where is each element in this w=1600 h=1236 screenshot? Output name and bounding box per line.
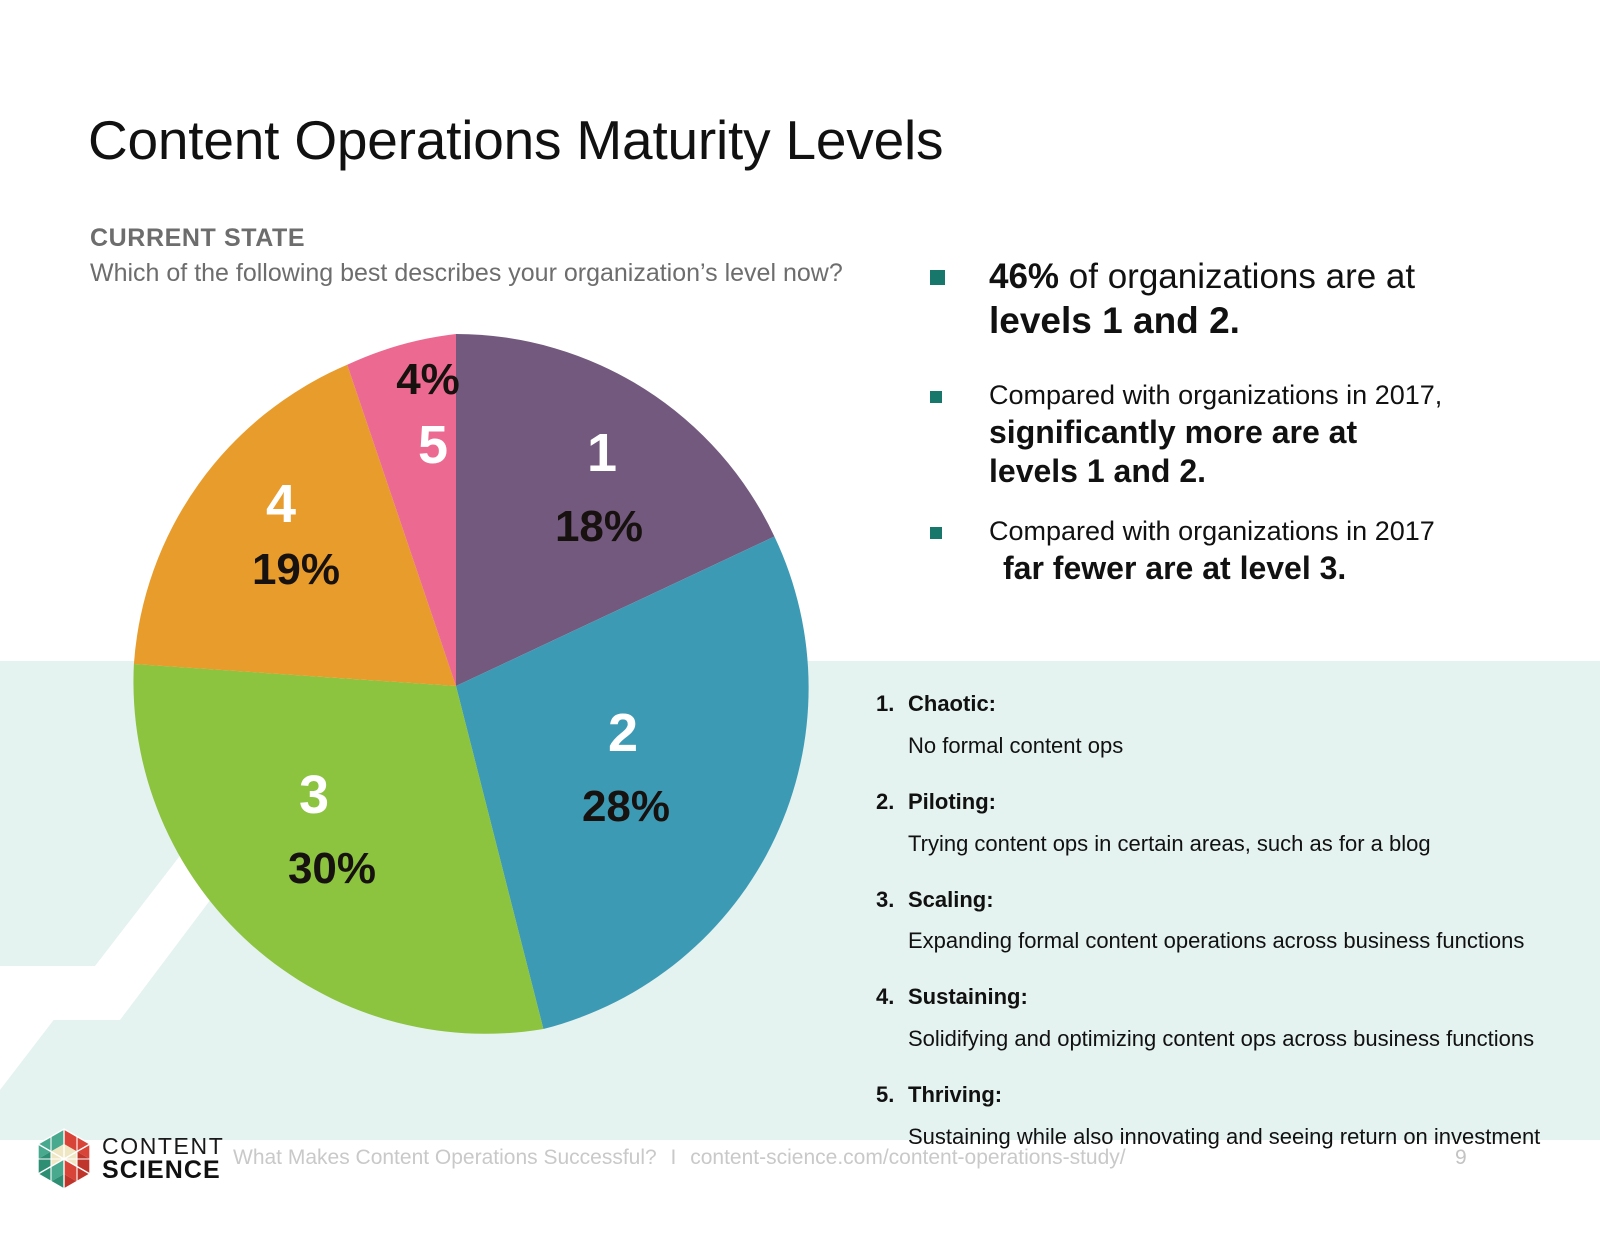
level-number: 1. xyxy=(876,691,895,716)
question-block: CURRENT STATE Which of the following bes… xyxy=(90,222,860,290)
list-item: 1. Chaotic: No formal content ops xyxy=(876,688,1556,780)
key-point-3-lead: Compared with organizations in 2017 xyxy=(989,515,1435,546)
key-point-2-emphasis: significantly more are at xyxy=(989,413,1358,450)
level-number: 3. xyxy=(876,886,895,912)
pie-label-level-1: 1 xyxy=(587,423,617,483)
maturity-pie-chart: 1 18% 2 28% 3 30% 4 19% 5 4% xyxy=(96,326,816,1046)
key-point-3-emphasis: far fewer are at level 3. xyxy=(1003,549,1347,586)
square-bullet-icon xyxy=(930,526,942,539)
key-point-3: Compared with organizations in 2017 far … xyxy=(930,515,1550,588)
list-item: 4. Sustaining: Solidifying and optimizin… xyxy=(876,981,1556,1073)
level-number: 2. xyxy=(876,788,895,814)
level-name: Scaling: xyxy=(908,886,994,912)
pie-label-level-5: 5 xyxy=(418,415,448,475)
level-name: Piloting: xyxy=(908,788,996,814)
brand-logo: CONTENT SCIENCE xyxy=(36,1128,224,1190)
level-name: Chaotic: xyxy=(908,691,996,716)
brand-wordmark-line2: SCIENCE xyxy=(102,1156,221,1185)
pie-value-level-1: 18% xyxy=(555,502,643,551)
pie-slice-level-5 xyxy=(347,334,456,686)
footer-caption: What Makes Content Operations Successful… xyxy=(233,1146,1126,1170)
pie-label-level-2: 2 xyxy=(608,703,638,763)
level-name: Sustaining: xyxy=(908,984,1028,1010)
level-name: Thriving: xyxy=(908,1082,1003,1108)
key-point-1-stat: 46% xyxy=(989,257,1060,296)
page-number: 9 xyxy=(1455,1146,1467,1169)
pie-label-level-4: 4 xyxy=(266,474,296,534)
pie-slice-level-3 xyxy=(133,664,544,1034)
hexagon-logo-icon xyxy=(37,1128,91,1190)
level-number: 5. xyxy=(876,1082,895,1108)
level-description: Trying content ops in certain areas, suc… xyxy=(908,830,1431,856)
pie-slice-level-1 xyxy=(456,334,775,686)
level-description: Expanding formal content operations acro… xyxy=(908,928,1525,954)
pie-value-level-3: 30% xyxy=(288,844,376,893)
footer-separator: I xyxy=(670,1146,677,1169)
pie-value-level-2: 28% xyxy=(582,782,670,831)
list-item: 3. Scaling: Expanding formal content ope… xyxy=(876,884,1556,976)
key-point-2-lead: Compared with organizations in 2017, xyxy=(989,380,1443,411)
key-point-2-emphasis-2: levels 1 and 2. xyxy=(989,452,1207,489)
level-number: 4. xyxy=(876,984,895,1010)
pie-label-level-3: 3 xyxy=(299,765,329,825)
level-description: No formal content ops xyxy=(908,732,1124,758)
key-point-1-lead: of organizations are at xyxy=(1059,257,1416,296)
page-title: Content Operations Maturity Levels xyxy=(88,109,944,171)
list-item: 2. Piloting: Trying content ops in certa… xyxy=(876,786,1556,878)
level-description: Sustaining while also innovating and see… xyxy=(908,1124,1541,1150)
key-point-1: 46% of organizations are at levels 1 and… xyxy=(930,256,1550,343)
pie-value-level-4: 19% xyxy=(252,545,340,594)
level-description: Solidifying and optimizing content ops a… xyxy=(908,1026,1535,1052)
pie-value-level-5: 4% xyxy=(396,355,460,404)
square-bullet-icon xyxy=(930,391,942,404)
question-text: Which of the following best describes yo… xyxy=(90,258,843,287)
question-eyebrow: CURRENT STATE xyxy=(90,224,306,252)
maturity-level-definitions: 1. Chaotic: No formal content ops 2. Pil… xyxy=(876,688,1556,1177)
key-points-list: 46% of organizations are at levels 1 and… xyxy=(930,256,1550,610)
list-item: 5. Thriving: Sustaining while also innov… xyxy=(876,1079,1556,1171)
key-point-1-emphasis: levels 1 and 2. xyxy=(989,299,1240,341)
pie-slice-level-2 xyxy=(456,536,809,1029)
square-bullet-icon xyxy=(930,270,945,285)
brand-wordmark: CONTENT SCIENCE xyxy=(102,1135,224,1182)
pie-slice-level-4 xyxy=(133,364,456,686)
key-point-2: Compared with organizations in 2017, sig… xyxy=(930,379,1550,491)
brand-wordmark-line1: CONTENT xyxy=(102,1133,225,1160)
footer-url[interactable]: content-science.com/content-operations-s… xyxy=(690,1146,1126,1169)
footer-study-title: What Makes Content Operations Successful… xyxy=(233,1146,657,1169)
